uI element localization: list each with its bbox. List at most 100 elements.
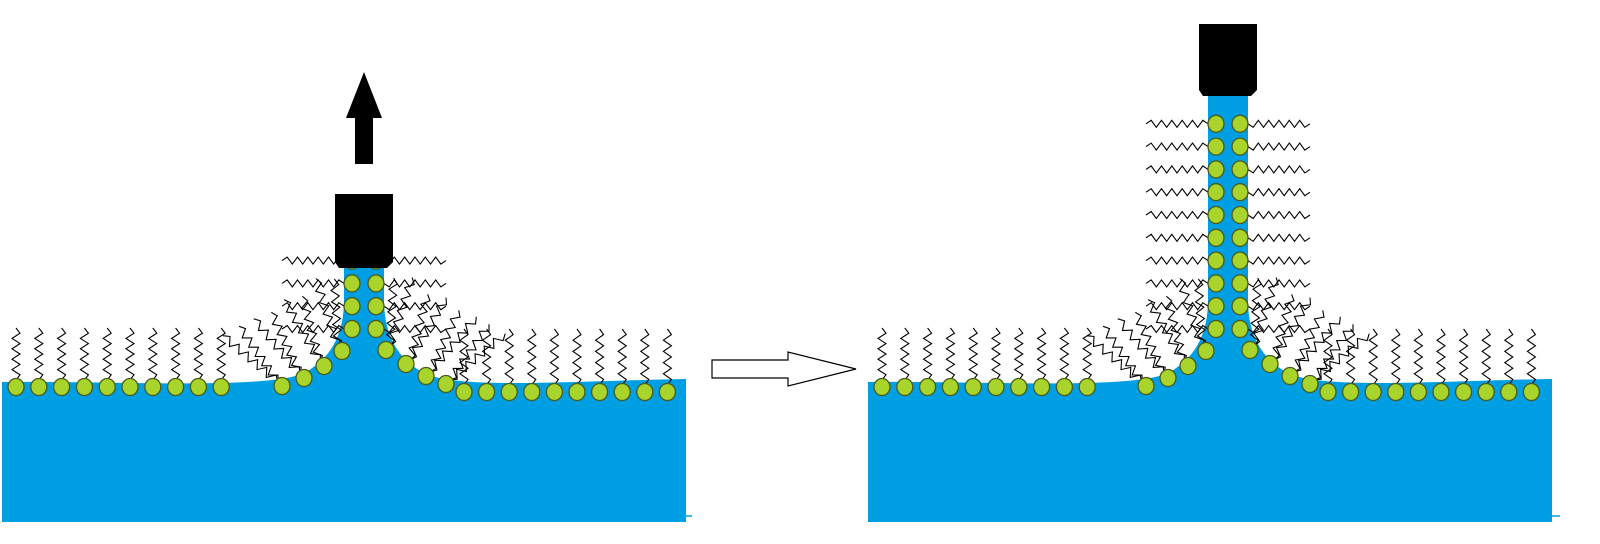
lipid-tail	[1413, 328, 1424, 386]
lipid-tail	[1178, 278, 1205, 348]
lipid-head	[1207, 137, 1225, 156]
lipid-head	[333, 341, 351, 361]
lipid-tail	[281, 278, 345, 288]
lipid-tail	[271, 311, 302, 375]
lipid-head	[477, 382, 496, 402]
probe-block	[335, 194, 393, 268]
lipid-head	[987, 377, 1005, 397]
lipid-tail	[193, 327, 204, 381]
lipid-tail	[617, 328, 628, 386]
lipid-tail	[1145, 256, 1209, 266]
lipid-head	[1231, 160, 1249, 179]
lipid-head	[1231, 297, 1249, 316]
lipid-tail	[281, 324, 345, 334]
lipid-tail	[253, 318, 301, 375]
lipid-tail	[449, 333, 506, 381]
lipid-tail	[1082, 327, 1093, 381]
lipid-tail	[1526, 328, 1537, 386]
lipid-tail	[1086, 335, 1143, 383]
lipid-tail	[1247, 233, 1311, 243]
lipid-tail	[383, 324, 447, 334]
lipid-head	[377, 340, 395, 360]
lipid-tail	[662, 328, 673, 386]
lipid-tail	[1147, 299, 1186, 363]
lipid-head	[367, 297, 385, 316]
lipid-head	[1477, 382, 1495, 402]
lipid-tail	[990, 327, 1002, 381]
lipid-head	[30, 377, 48, 397]
lipid-tail	[504, 328, 515, 386]
lipid-head	[1432, 382, 1450, 402]
lipid-tail	[1247, 256, 1311, 266]
lipid-head	[1319, 382, 1337, 402]
lipid-tail	[1247, 142, 1311, 152]
lipid-head	[1207, 160, 1225, 179]
lipid-head	[367, 319, 385, 339]
lipid-tail	[526, 328, 537, 386]
lipid-head	[1409, 382, 1428, 402]
lipid-head	[343, 319, 361, 339]
lipid-head	[1364, 382, 1382, 402]
lipid-tail	[314, 278, 341, 348]
lipid-head	[1207, 205, 1225, 225]
lipid-tail	[383, 256, 447, 266]
lipid-head	[1500, 382, 1518, 402]
lipid-head	[1207, 274, 1225, 293]
lipid-head	[1159, 368, 1177, 388]
lipid-tail	[1117, 318, 1165, 375]
lipid-tail	[1368, 328, 1379, 386]
lipid-head	[1231, 114, 1249, 133]
lipid-tail	[899, 327, 910, 381]
lipid-tail	[389, 277, 415, 347]
lipid-tail	[102, 327, 113, 381]
lipid-tail	[594, 328, 605, 386]
lipid-tail	[1247, 324, 1311, 334]
lipid-tail	[1145, 142, 1209, 152]
lipid-head	[1207, 183, 1225, 202]
lipid-tail	[283, 299, 322, 363]
lipid-head	[1231, 228, 1249, 247]
lipid-head	[189, 377, 208, 397]
lipid-head	[1231, 205, 1249, 225]
lipid-tail	[876, 327, 888, 381]
lipid-tail	[124, 327, 136, 381]
lipid-head	[1231, 137, 1249, 156]
lipid-tail	[1247, 278, 1311, 288]
lipid-head	[1231, 251, 1249, 270]
lipid-head	[1231, 274, 1249, 293]
lipid-head	[1179, 356, 1197, 376]
lipid-head	[315, 356, 333, 376]
lipid-tail	[79, 327, 90, 381]
lipid-head	[437, 374, 455, 394]
lipid-tail	[147, 327, 158, 381]
lipid-tail	[459, 328, 469, 386]
lipid-tail	[1249, 277, 1263, 347]
lipid-tail	[33, 327, 44, 381]
lipid-tail	[429, 316, 477, 373]
lipid-tail	[481, 328, 492, 386]
lipid-head	[1207, 297, 1225, 316]
lipid-head	[523, 382, 541, 402]
lipid-tail	[1145, 278, 1209, 288]
lipid-tail	[383, 301, 447, 311]
lipid-tail	[1145, 210, 1209, 220]
lipid-tail	[1145, 119, 1209, 129]
lipid-head	[455, 382, 473, 402]
lipid-tail	[572, 328, 582, 386]
lipid-tail	[1135, 311, 1166, 375]
lipid-head	[1387, 382, 1405, 402]
lipid-head	[1207, 228, 1225, 247]
lipid-head	[1454, 382, 1473, 402]
water-body	[2, 266, 686, 522]
lipid-tail	[945, 327, 956, 381]
lipid-tail	[1247, 301, 1311, 311]
probe-block	[1199, 24, 1257, 96]
lipid-head	[545, 382, 564, 402]
lipid-tail	[238, 325, 279, 382]
panel-before	[2, 72, 692, 522]
lipid-tail	[330, 278, 343, 348]
lipid-tail	[56, 327, 67, 381]
lipid-head	[1032, 377, 1051, 397]
